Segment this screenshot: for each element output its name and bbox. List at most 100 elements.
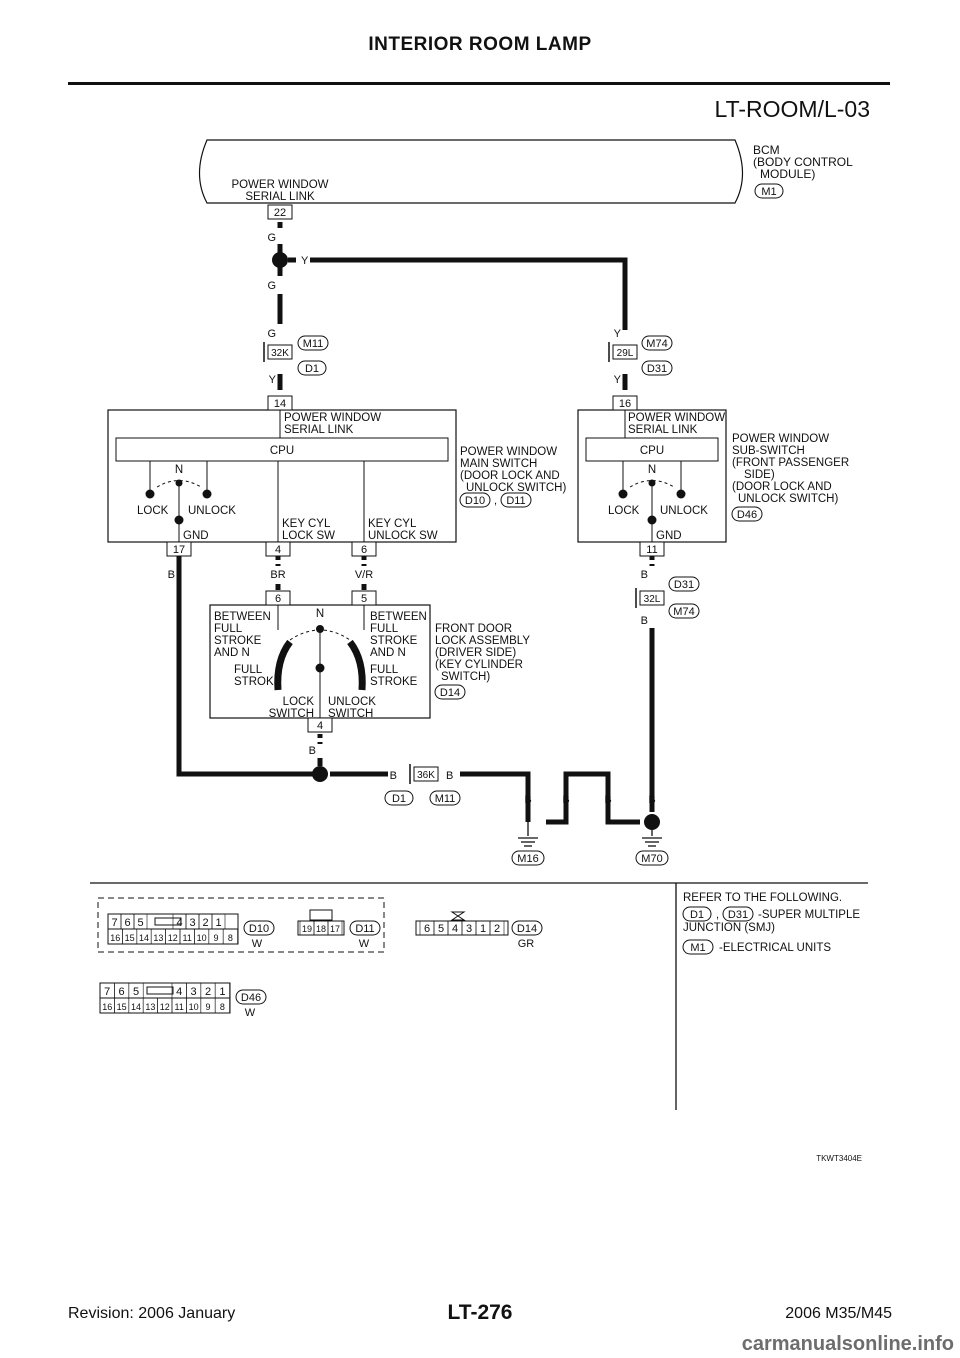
door-terminal-6: 6 [265,590,291,606]
main-pivot [175,479,183,487]
splice-dot [272,252,288,268]
svg-text:D14: D14 [517,923,537,935]
reference-title: REFER TO THE FOLLOWING. [683,892,842,904]
main-serial-label-2: SERIAL LINK [284,424,354,436]
connector-pin-number: 2 [202,917,208,929]
sub-serial-label: POWER WINDOW [628,412,725,424]
svg-text:D11: D11 [355,923,374,935]
wire-color-b: B [524,794,531,806]
connector-pin-number: 16 [102,1002,112,1012]
sub-gnd-contact [647,515,657,525]
ground-splice [312,766,328,782]
wire-color-g: G [267,280,276,292]
bcm-terminal-label-2: SERIAL LINK [245,191,315,203]
header-rule [68,82,890,85]
main-unlock-label: UNLOCK [188,505,236,517]
door-lfull-label-2: STROKE [234,676,282,688]
svg-text:5: 5 [361,593,367,605]
connector-pin-number: 14 [139,933,149,943]
sub-n-label: N [648,464,656,476]
main-lock-contact [145,489,155,499]
connector-pin-number: 15 [117,1002,127,1012]
svg-text:4: 4 [317,720,323,732]
door-right-label-4: AND N [370,647,406,659]
door-terminal-4: 4 [307,717,333,733]
ground-symbol-m70 [642,830,662,847]
svg-text:D1: D1 [392,793,406,805]
main-name-2: MAIN SWITCH [460,458,537,470]
svg-text:M1: M1 [690,942,705,954]
connector-pin-number: 6 [424,923,430,935]
tag-d1: D1 [384,790,414,806]
main-keycyl-lock-2: LOCK SW [282,530,335,542]
tag-m70: M70 [635,850,669,866]
main-cpu-box [115,437,449,462]
door-rfull-label: FULL [370,664,399,676]
connector-pin-number: 11 [183,933,192,943]
ref-tag-d1: D1 [682,906,712,922]
ground-splice-m70 [644,814,660,830]
door-pivot [316,625,324,633]
door-right-label-2: FULL [370,623,399,635]
main-keycyl-lock: KEY CYL [282,518,331,530]
bcm-label-3: MODULE) [760,167,815,181]
main-serial-label: POWER WINDOW [284,412,381,424]
d46-color: W [245,1007,256,1019]
bcm-terminal-22: 22 [267,204,293,220]
sub-name: POWER WINDOW [732,433,829,445]
door-unlock-stroke [347,639,366,691]
tag-d10: D10 [459,492,491,508]
wire-color-vr: V/R [355,569,373,581]
svg-text:D46: D46 [241,992,261,1004]
door-left-label-4: AND N [214,647,250,659]
connector-pin-cell [489,920,505,936]
door-right-label-3: STROKE [370,635,418,647]
svg-text:M1: M1 [761,186,776,198]
main-n-label: N [175,464,183,476]
serial-link-wire [277,222,628,390]
wire-color-g: G [267,232,276,244]
connector-pin-number: 5 [137,917,143,929]
svg-text:D10: D10 [465,495,485,507]
wire-color-g: G [267,328,276,340]
sub-terminal-11: 11 [639,541,665,557]
wire-color-y: Y [301,255,309,267]
connector-pin-number: 1 [480,923,486,935]
connector-pin-number: 10 [197,933,207,943]
wire-color-br: BR [270,569,285,581]
bcm-label-2: (BODY CONTROL [753,155,853,169]
svg-text:11: 11 [646,544,657,556]
footer-model: 2006 M35/M45 [785,1305,892,1322]
main-terminal-6: 6 [351,541,377,557]
connector-pin-number: 11 [175,1002,184,1012]
main-name: POWER WINDOW [460,446,557,458]
connector-pin-number: 5 [438,923,444,935]
tag-d11-view: D11 [349,920,381,936]
svg-text:M11: M11 [303,338,324,350]
door-terminal-5: 5 [351,590,377,606]
connector-pin-cell [222,928,238,945]
svg-text:32K: 32K [271,348,289,359]
connector-pin-number: 7 [104,986,110,998]
main-keycyl-unlock-2: UNLOCK SW [368,530,438,542]
main-terminal-14: 14 [267,395,293,411]
connector-pin-number: 17 [330,924,340,934]
tag-m74: M74 [668,603,700,619]
svg-text:D31: D31 [728,909,748,921]
door-rfull-label-2: STROKE [370,676,418,688]
svg-text:29L: 29L [617,348,634,359]
connector-pin-number: 2 [494,923,500,935]
ground-symbol-m16 [518,822,538,847]
connector-pin-number: 13 [153,933,163,943]
diagram-code: LT-ROOM/L-03 [714,96,871,122]
sub-cpu-label: CPU [640,445,664,457]
connector-29l: 29L [608,342,638,362]
sub-unlock-label: UNLOCK [660,505,708,517]
main-unlock-contact [202,489,212,499]
door-left-label-2: FULL [214,623,243,635]
connector-pin-number: 16 [110,933,120,943]
svg-text:D11: D11 [506,495,525,507]
footer-page: LT-276 [447,1301,513,1324]
connector-pin-number: 15 [125,933,135,943]
connector-pin-number: 10 [189,1002,199,1012]
